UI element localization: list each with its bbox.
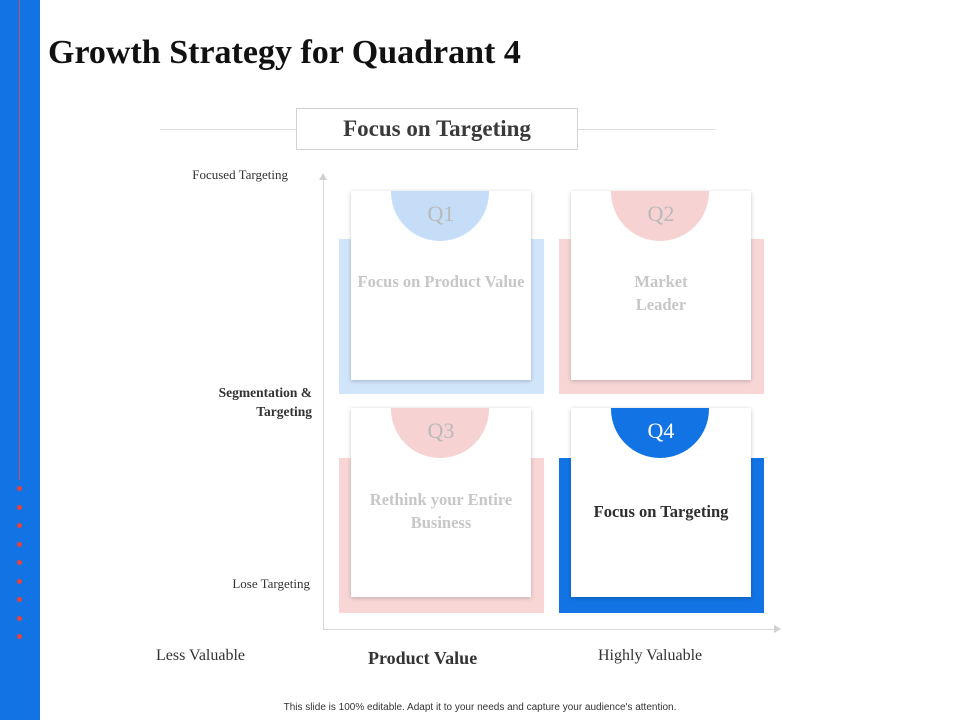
q2-card: Q2 Market Leader <box>571 191 751 380</box>
y-label-mid: Segmentation & Targeting <box>218 385 312 419</box>
x-label-right: Highly Valuable <box>598 647 703 664</box>
y-axis <box>323 178 324 630</box>
x-axis <box>323 629 775 630</box>
x-label-left: Less Valuable <box>156 647 246 664</box>
q3-label: Q3 <box>427 418 455 443</box>
y-label-bottom: Lose Targeting <box>232 576 310 591</box>
left-accent-line <box>19 0 20 480</box>
header-line-right <box>578 129 715 130</box>
x-axis-arrow <box>774 625 781 633</box>
q1-card: Q1 Focus on Product Value <box>351 191 531 380</box>
q3-card: Q3 Rethink your Entire Business <box>351 408 531 597</box>
left-accent-dots <box>16 486 24 653</box>
header-box: Focus on Targeting <box>296 108 578 150</box>
q1-text: Focus on Product Value <box>357 272 525 291</box>
q2-text: Market Leader <box>634 272 688 314</box>
y-axis-arrow <box>319 173 327 180</box>
q4-card: Q4 Focus on Targeting <box>571 408 751 597</box>
y-label-top: Focused Targeting <box>192 167 288 182</box>
header-line-left <box>160 129 296 130</box>
q3-text: Rethink your Entire Business <box>369 490 513 532</box>
slide-title: Growth Strategy for Quadrant 4 <box>48 34 521 71</box>
q4-text: Focus on Targeting <box>593 502 729 521</box>
q2-label: Q2 <box>647 201 675 226</box>
q4-label: Q4 <box>647 418 675 443</box>
x-label-center: Product Value <box>368 648 478 668</box>
footer-note: This slide is 100% editable. Adapt it to… <box>283 702 677 713</box>
q1-label: Q1 <box>427 201 455 226</box>
